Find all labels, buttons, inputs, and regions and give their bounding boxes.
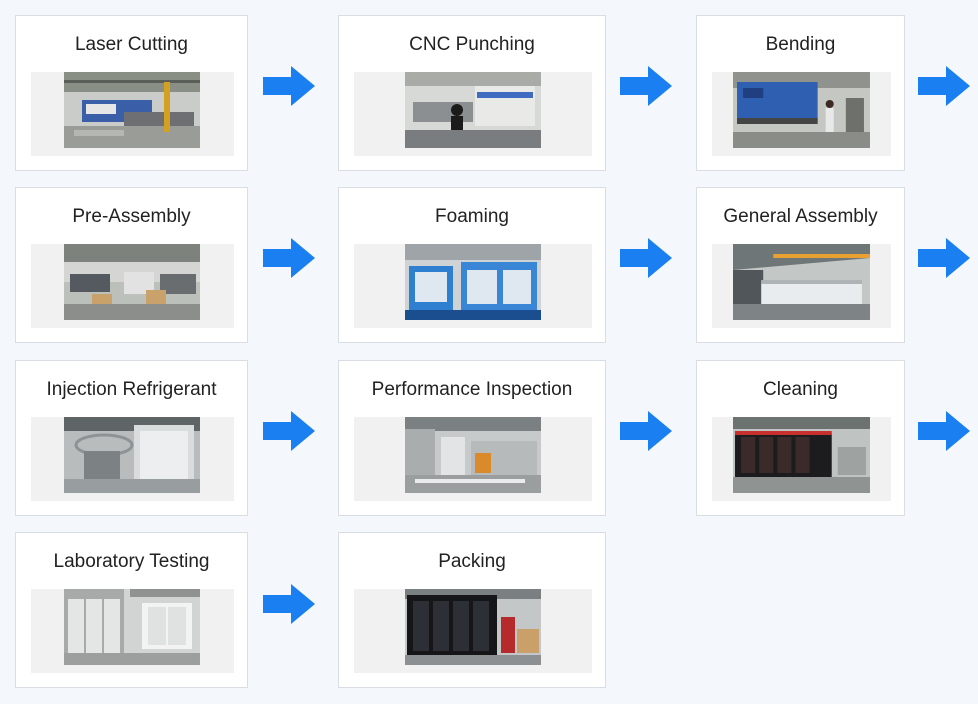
foaming-line-photo	[405, 244, 541, 320]
step-card-bending: Bending	[696, 15, 905, 171]
step-card-injection-refrigerant: Injection Refrigerant	[15, 360, 248, 516]
step-card-cleaning: Cleaning	[696, 360, 905, 516]
step-card-pre-assembly: Pre-Assembly	[15, 187, 248, 343]
step-title: Injection Refrigerant	[46, 379, 217, 400]
performance-inspection-area-photo	[405, 417, 541, 493]
step-title: CNC Punching	[409, 34, 535, 55]
refrigerant-injection-station-photo	[64, 417, 200, 493]
flow-arrow-1	[263, 66, 315, 106]
flow-arrow-2	[620, 66, 672, 106]
step-title: Cleaning	[763, 379, 838, 400]
laboratory-test-chamber-photo	[64, 589, 200, 665]
step-title: Laser Cutting	[74, 34, 188, 55]
step-title: Foaming	[435, 206, 509, 227]
cnc-punching-machine-photo	[405, 72, 541, 148]
flow-arrow-3	[918, 66, 970, 106]
packing-area-photo	[405, 589, 541, 665]
pre-assembly-workshop-photo	[64, 244, 200, 320]
step-title: Laboratory Testing	[53, 551, 210, 572]
flow-arrow-6	[918, 238, 970, 278]
flow-arrow-10	[263, 584, 315, 624]
step-title: Performance Inspection	[371, 379, 573, 400]
step-card-laser-cutting: Laser Cutting	[15, 15, 248, 171]
flow-arrow-9	[918, 411, 970, 451]
step-title: Packing	[438, 551, 506, 572]
flow-arrow-4	[263, 238, 315, 278]
flow-arrow-5	[620, 238, 672, 278]
bending-press-photo	[733, 72, 870, 148]
step-card-performance-inspection: Performance Inspection	[338, 360, 606, 516]
flow-arrow-8	[620, 411, 672, 451]
general-assembly-line-photo	[733, 244, 870, 320]
step-card-general-assembly: General Assembly	[696, 187, 905, 343]
step-card-laboratory-testing: Laboratory Testing	[15, 532, 248, 688]
step-card-foaming: Foaming	[338, 187, 606, 343]
step-title: Pre-Assembly	[72, 206, 191, 227]
laser-cutting-machine-photo	[64, 72, 200, 148]
step-card-packing: Packing	[338, 532, 606, 688]
cleaning-area-photo	[733, 417, 870, 493]
flow-arrow-7	[263, 411, 315, 451]
step-title: Bending	[765, 34, 836, 55]
step-card-cnc-punching: CNC Punching	[338, 15, 606, 171]
step-title: General Assembly	[723, 206, 878, 227]
